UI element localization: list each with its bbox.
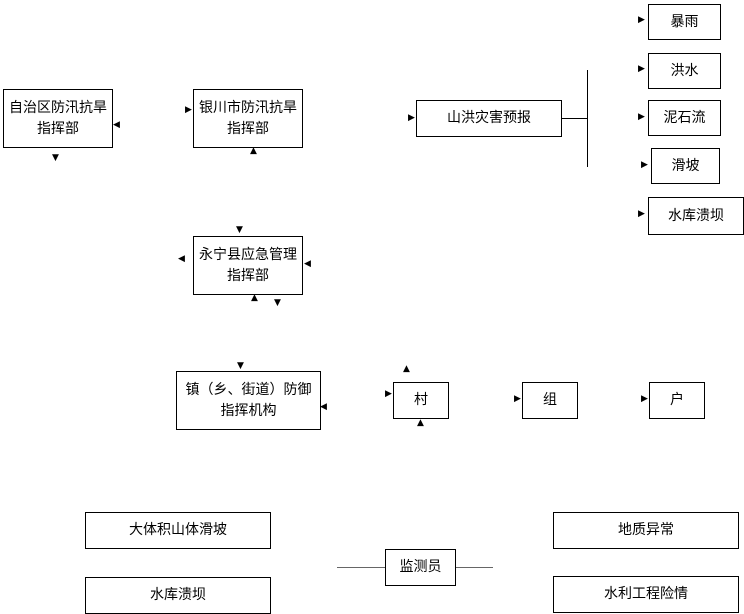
arrow-right-icon: ▶ xyxy=(638,112,645,122)
connector-line xyxy=(337,567,385,568)
arrow-right-icon: ▶ xyxy=(514,394,521,404)
connector-line xyxy=(587,70,588,167)
arrow-right-icon: ▶ xyxy=(641,394,648,404)
forecast-box: 山洪灾害预报 xyxy=(416,100,562,137)
arrow-left-icon: ◀ xyxy=(304,259,311,269)
rainstorm-box: 暴雨 xyxy=(648,4,721,40)
arrow-right-icon: ▶ xyxy=(385,389,392,399)
arrow-right-icon: ▶ xyxy=(638,64,645,74)
flood-box: 洪水 xyxy=(648,53,721,89)
arrow-down-icon: ▼ xyxy=(52,153,59,163)
arrow-right-icon: ▶ xyxy=(641,160,648,170)
arrow-up-icon: ▲ xyxy=(403,364,410,374)
arrow-right-icon: ▶ xyxy=(638,15,645,25)
arrow-right-icon: ▶ xyxy=(185,105,192,115)
group-box: 组 xyxy=(522,382,578,419)
landslide-box: 滑坡 xyxy=(651,148,720,184)
large-landslide-box: 大体积山体滑坡 xyxy=(85,512,271,549)
county-command-box: 永宁县应急管理指挥部 xyxy=(193,236,303,295)
arrow-down-icon: ▼ xyxy=(236,225,243,235)
arrow-down-icon: ▼ xyxy=(274,298,281,308)
debris-flow-box: 泥石流 xyxy=(648,100,721,136)
dam-break-bottom-box: 水库溃坝 xyxy=(85,577,271,614)
town-command-box: 镇（乡、街道）防御指挥机构 xyxy=(176,371,321,430)
arrow-left-icon: ◀ xyxy=(320,402,327,412)
arrow-down-icon: ▼ xyxy=(237,361,244,371)
arrow-right-icon: ▶ xyxy=(638,209,645,219)
arrow-left-icon: ◀ xyxy=(178,254,185,264)
region-command-box: 自治区防汛抗旱指挥部 xyxy=(3,89,113,148)
arrow-up-icon: ▲ xyxy=(417,418,424,428)
village-box: 村 xyxy=(393,382,449,419)
connector-line xyxy=(456,567,493,568)
monitor-box: 监测员 xyxy=(385,549,456,586)
household-box: 户 xyxy=(649,382,705,419)
hydraulic-danger-box: 水利工程险情 xyxy=(553,576,739,613)
dam-break-top-box: 水库溃坝 xyxy=(648,197,744,235)
geo-anomaly-box: 地质异常 xyxy=(553,512,739,549)
city-command-box: 银川市防汛抗旱指挥部 xyxy=(193,89,303,148)
arrow-right-icon: ▶ xyxy=(408,113,415,123)
connector-line xyxy=(562,118,587,119)
arrow-up-icon: ▲ xyxy=(250,146,257,156)
arrow-left-icon: ◀ xyxy=(113,120,120,130)
arrow-up-icon: ▲ xyxy=(251,293,258,303)
